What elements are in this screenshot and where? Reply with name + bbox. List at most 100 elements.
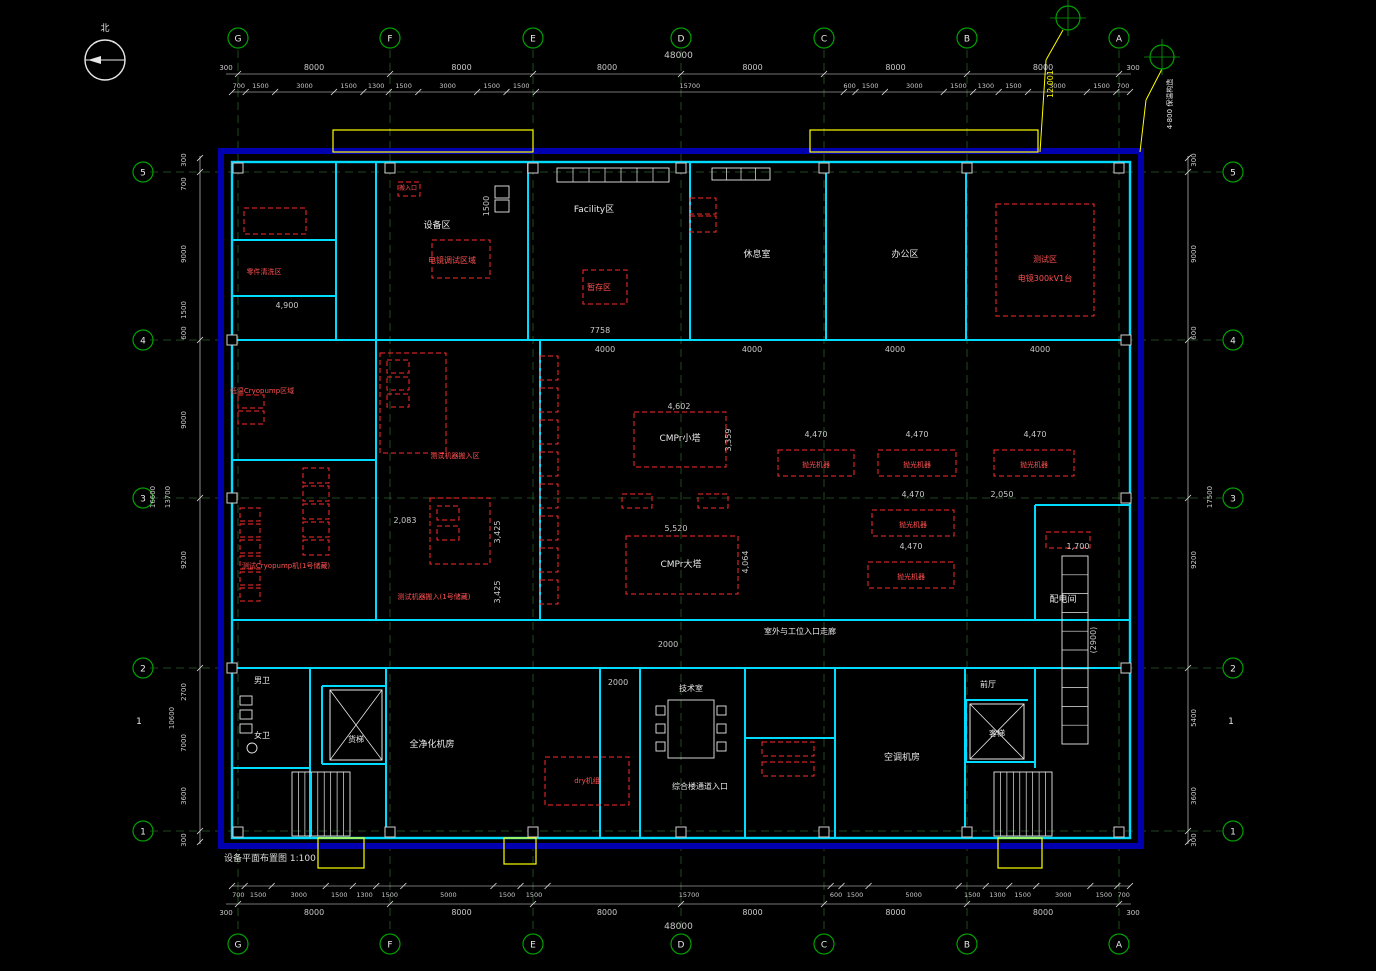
svg-text:300: 300 xyxy=(219,909,232,917)
svg-text:2000: 2000 xyxy=(658,640,678,649)
svg-text:G: G xyxy=(235,941,242,951)
svg-text:5,520: 5,520 xyxy=(665,524,688,533)
yellow-canopies xyxy=(317,29,1163,869)
svg-text:配电间: 配电间 xyxy=(1049,593,1076,605)
svg-text:1500: 1500 xyxy=(526,891,543,899)
svg-text:8000: 8000 xyxy=(597,908,617,917)
svg-text:1500: 1500 xyxy=(382,891,399,899)
svg-text:1300: 1300 xyxy=(356,891,373,899)
svg-text:抛光机器: 抛光机器 xyxy=(897,572,925,581)
svg-text:4,900: 4,900 xyxy=(276,301,299,310)
svg-text:3000: 3000 xyxy=(1055,891,1072,899)
svg-text:7758: 7758 xyxy=(590,326,610,335)
svg-text:室外与工位入口走廊: 室外与工位入口走廊 xyxy=(764,626,836,636)
svg-text:3000: 3000 xyxy=(296,82,313,90)
svg-text:全净化机房: 全净化机房 xyxy=(409,738,454,750)
svg-text:1: 1 xyxy=(140,828,146,838)
svg-text:4000: 4000 xyxy=(1030,345,1050,354)
svg-text:dry机组: dry机组 xyxy=(574,776,599,785)
svg-text:3,425: 3,425 xyxy=(493,581,502,604)
svg-text:9200: 9200 xyxy=(180,551,188,569)
svg-text:4,470: 4,470 xyxy=(805,430,828,439)
svg-text:8000: 8000 xyxy=(451,63,471,72)
svg-text:3000: 3000 xyxy=(290,891,307,899)
structural-columns xyxy=(226,162,1132,838)
svg-text:B: B xyxy=(964,35,970,45)
svg-text:1: 1 xyxy=(1228,717,1234,727)
svg-text:1: 1 xyxy=(136,717,142,727)
fixtures xyxy=(239,167,1089,837)
drawing-title: 设备平面布置图 1:100 xyxy=(224,854,316,864)
room-labels: Facility区设备区休息室办公区CMPr小塔CMPr大塔配电间男卫女卫全净化… xyxy=(254,204,1077,791)
svg-text:8000: 8000 xyxy=(885,63,905,72)
building-outline xyxy=(218,148,1144,849)
svg-text:CMPr大塔: CMPr大塔 xyxy=(660,558,701,570)
svg-text:女卫: 女卫 xyxy=(254,730,270,740)
svg-text:1500: 1500 xyxy=(340,82,357,90)
svg-text:4,602: 4,602 xyxy=(668,402,691,411)
svg-text:1500: 1500 xyxy=(1093,82,1110,90)
svg-text:测试区: 测试区 xyxy=(1033,254,1057,264)
svg-text:3: 3 xyxy=(140,495,146,505)
svg-text:空调机房: 空调机房 xyxy=(884,751,920,763)
svg-text:8000: 8000 xyxy=(597,63,617,72)
svg-text:1500: 1500 xyxy=(250,891,267,899)
svg-text:4-800 保温构造: 4-800 保温构造 xyxy=(1165,79,1174,130)
svg-text:48000: 48000 xyxy=(664,51,693,61)
svg-text:4,064: 4,064 xyxy=(741,551,750,574)
svg-text:E: E xyxy=(530,35,536,45)
svg-text:E: E xyxy=(530,941,536,951)
svg-text:F: F xyxy=(387,941,392,951)
svg-text:9000: 9000 xyxy=(180,411,188,429)
svg-text:300: 300 xyxy=(219,64,232,72)
svg-text:暂存区: 暂存区 xyxy=(587,282,611,292)
svg-text:2,050: 2,050 xyxy=(991,490,1014,499)
svg-text:600: 600 xyxy=(843,82,855,90)
svg-text:700: 700 xyxy=(1117,82,1129,90)
svg-text:1300: 1300 xyxy=(989,891,1006,899)
svg-text:1500: 1500 xyxy=(484,82,501,90)
svg-text:测试Cryopump机(1号储藏): 测试Cryopump机(1号储藏) xyxy=(242,561,331,570)
walls xyxy=(230,160,1132,840)
svg-text:2700: 2700 xyxy=(180,683,188,701)
svg-text:4,470: 4,470 xyxy=(900,542,923,551)
svg-text:5000: 5000 xyxy=(440,891,457,899)
svg-text:搬入口: 搬入口 xyxy=(399,184,417,192)
svg-text:8000: 8000 xyxy=(1033,908,1053,917)
svg-text:设备区: 设备区 xyxy=(423,219,450,231)
svg-text:8000: 8000 xyxy=(304,63,324,72)
svg-text:600: 600 xyxy=(180,326,188,339)
svg-text:抛光机器: 抛光机器 xyxy=(899,520,927,529)
svg-text:3000: 3000 xyxy=(1049,82,1066,90)
svg-text:5: 5 xyxy=(140,169,146,179)
svg-text:1500: 1500 xyxy=(1005,82,1022,90)
svg-text:700: 700 xyxy=(233,82,245,90)
svg-text:5000: 5000 xyxy=(905,891,922,899)
svg-text:4,470: 4,470 xyxy=(906,430,929,439)
svg-text:测试机器搬入(1号储藏): 测试机器搬入(1号储藏) xyxy=(398,592,471,601)
svg-text:2,083: 2,083 xyxy=(394,516,417,525)
svg-text:600: 600 xyxy=(1190,326,1198,339)
svg-text:抛光机器: 抛光机器 xyxy=(903,460,931,469)
svg-text:1500: 1500 xyxy=(513,82,530,90)
svg-text:3600: 3600 xyxy=(1190,787,1198,805)
svg-text:4000: 4000 xyxy=(885,345,905,354)
svg-text:2000: 2000 xyxy=(608,678,628,687)
svg-text:A: A xyxy=(1116,35,1123,45)
svg-text:700: 700 xyxy=(180,177,188,190)
north-arrow xyxy=(84,39,126,81)
svg-text:10600: 10600 xyxy=(168,707,176,729)
svg-text:1300: 1300 xyxy=(978,82,995,90)
svg-text:300: 300 xyxy=(180,833,188,846)
equipment-red: 电镜调试区域暂存区零件清洗区低温Cryopump区域测试Cryopump机(1号… xyxy=(230,181,1095,806)
svg-text:4000: 4000 xyxy=(742,345,762,354)
svg-text:电镜调试区域: 电镜调试区域 xyxy=(428,255,476,265)
svg-text:7000: 7000 xyxy=(180,734,188,752)
svg-text:2: 2 xyxy=(140,665,146,675)
svg-text:1500: 1500 xyxy=(1096,891,1113,899)
svg-text:300: 300 xyxy=(1190,153,1198,166)
